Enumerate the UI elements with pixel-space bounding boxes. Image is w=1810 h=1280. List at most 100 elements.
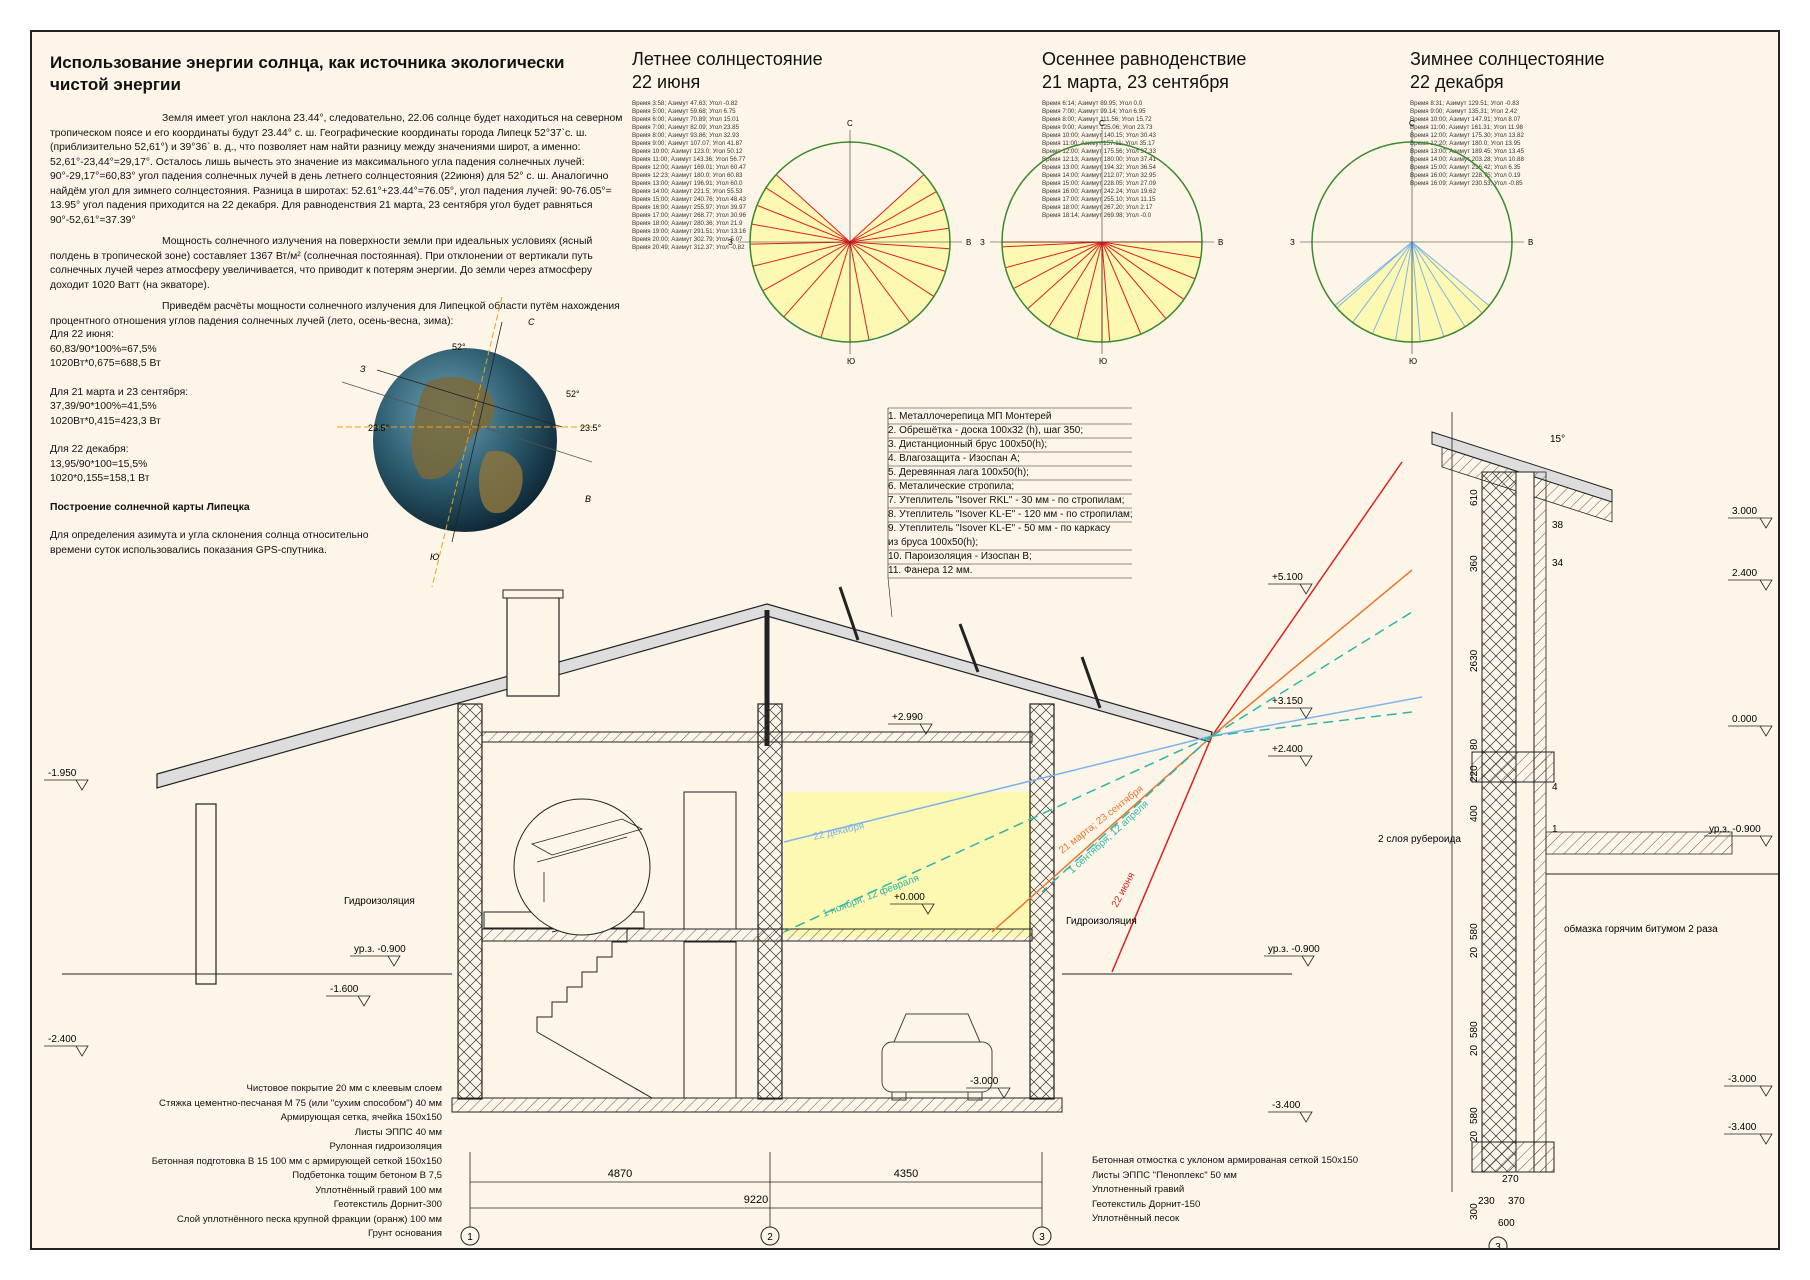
calc-june-line: 60,83/90*100%=67,5% — [50, 343, 157, 355]
sun-azimuth-ray — [1101, 241, 1185, 300]
sun-azimuth-ray — [1101, 241, 1196, 280]
detail-dim: 20 — [1469, 1130, 1480, 1142]
axis-3: 3 — [1039, 1232, 1045, 1243]
sun-azimuth-ray — [750, 241, 851, 245]
ruberoid-label: 2 слоя рубероида — [1378, 833, 1461, 845]
roof-layer-item: 1. Металлочерепица МП Монтерей — [888, 411, 1052, 422]
elev-r-m3000: -3.000 — [1728, 1074, 1757, 1085]
detail-dim: 2630 — [1469, 649, 1480, 672]
floor-layer-item: Листы ЭППС 40 мм — [354, 1126, 442, 1138]
summer-subtitle: 22 июня — [632, 72, 701, 92]
sun-azimuth-ray — [849, 227, 950, 243]
elev-ground-right: ур.з. -0.900 — [1709, 824, 1761, 835]
detail-dim: 580 — [1469, 923, 1480, 940]
sun-data-row: Время 14:00; Азимут 203.28; Угол 10.88 — [1410, 156, 1524, 163]
sun-data-row: Время 12:00; Азимут 175.56; Угол 37.33 — [1042, 148, 1156, 155]
sun-azimuth-ray — [849, 208, 945, 243]
globe-tropic-label: 23.5° — [580, 423, 602, 433]
intro-paragraph-1: Земля имеет угол наклона 23.44°, следова… — [50, 113, 623, 226]
axis-1: 1 — [467, 1232, 473, 1243]
chimney — [506, 595, 560, 697]
sun-azimuth-ray — [849, 174, 925, 243]
dim-9220: 9220 — [744, 1194, 768, 1206]
hydro-label-right: Гидроизоляция — [1066, 916, 1137, 927]
roof-layer-item: 3. Дистанционный брус 100х50(h); — [888, 439, 1048, 450]
sun-azimuth-ray — [1076, 241, 1103, 340]
calculations: Для 22 июня: 60,83/90*100%=67,5% 1020Вт*… — [50, 328, 368, 558]
equinox-title: Осеннее равноденствие 21 марта, 23 сентя… — [1042, 48, 1246, 94]
detail-dim: 580 — [1469, 1107, 1480, 1124]
detail-dim: 20 — [1469, 1044, 1480, 1056]
sun-data-row: Время 16:00; Азимут 242.24; Угол 19.62 — [1042, 188, 1156, 195]
elev-r-2400: 2.400 — [1732, 568, 1757, 579]
elev-2990: +2.990 — [892, 712, 923, 723]
sun-data-row: Время 9:00; Азимут 107.07; Угол 41.87 — [632, 140, 743, 147]
compass-n-label: С — [1409, 119, 1415, 128]
sun-azimuth-ray — [1411, 241, 1483, 314]
detail-dim: 400 — [1469, 805, 1480, 822]
solar-panels — [838, 586, 1102, 709]
calc-equinox-line: 1020Вт*0,415=423,3 Вт — [50, 415, 161, 427]
sun-azimuth-ray — [1048, 241, 1103, 328]
detail-dim-labels: 610 360 2630 80 220 400 580 20 580 20 58… — [1378, 434, 1718, 1229]
summer-title-line: Летнее солнцестояние — [632, 49, 823, 69]
sun-azimuth-ray — [1372, 241, 1413, 335]
attic-floor — [481, 731, 1033, 743]
sun-data-row: Время 11:00; Азимут 161.31; Угол 11.98 — [1410, 124, 1523, 131]
continent-shape — [411, 376, 495, 480]
calc-december-line: 13,95/90*100=15,5% — [50, 458, 148, 470]
sun-data-row: Время 10:00; Азимут 123.0; Угол 50.12 — [632, 148, 743, 155]
sun-data-row: Время 3:58; Азимут 47.63; Угол -0.82 — [632, 100, 738, 107]
sun-data-row: Время 9:00; Азимут 125.06; Угол 23.73 — [1042, 124, 1153, 131]
detail-dim: 360 — [1469, 555, 1480, 572]
elev-m3400: -3.400 — [1272, 1100, 1301, 1111]
floor-layer-item: Грунт основания — [368, 1228, 442, 1239]
detail-dim: 230 — [1478, 1196, 1495, 1207]
sun-azimuth-ray — [1411, 241, 1445, 337]
detail-dim: 220 — [1469, 765, 1480, 782]
sun-azimuth-ray — [849, 241, 870, 341]
sun-azimuth-ray — [1352, 241, 1413, 323]
blind-area-layer-item: Уплотнённый песок — [1092, 1213, 1180, 1224]
dim-4870: 4870 — [608, 1168, 632, 1180]
sun-azimuth-ray — [1101, 241, 1142, 335]
compass-s-label: Ю — [847, 357, 855, 366]
compass-w-label: З — [728, 238, 733, 247]
sun-data-row: Время 12:20; Азимут 180.0; Угол 13.95 — [1410, 140, 1521, 147]
detail-dim: 580 — [1469, 1021, 1480, 1038]
detail-dim: 370 — [1508, 1196, 1525, 1207]
sun-data-row: Время 13:00; Азимут 196.91; Угол 60.0 — [632, 180, 743, 187]
sun-data-row: Время 20:49; Азимут 312.37; Угол -0.82 — [632, 244, 745, 251]
winter-title-line: Зимнее солнцестояние — [1410, 49, 1605, 69]
sun-azimuth-ray — [1411, 241, 1421, 342]
sun-azimuth-ray — [1101, 241, 1201, 259]
detail-axis: 3 — [1495, 1242, 1501, 1250]
blind-area-layer-item: Геотекстиль Дорнит-150 — [1092, 1198, 1201, 1210]
sun-data-row: Время 6:14; Азимут 89.95; Угол 0.0 — [1042, 100, 1143, 107]
dimension-lines — [469, 1152, 1043, 1228]
intro-paragraph-3: Приведём расчёты мощности солнечного изл… — [50, 301, 620, 327]
hydro-label-left: Гидроизоляция — [344, 896, 415, 907]
sun-data-row: Время 15:00; Азимут 216.42; Угол 6.35 — [1410, 164, 1521, 171]
roof-layer-item: 7. Утеплитель "Isover RKL" - 30 мм - по … — [888, 495, 1125, 506]
sun-data-row: Время 17:00; Азимут 268.77; Угол 30.96 — [632, 212, 746, 219]
detail-callout — [513, 798, 651, 936]
sun-data-row: Время 14:00; Азимут 221.5; Угол 55.53 — [632, 188, 743, 195]
blind-area-legend: Бетонная отмостка с уклоном армированая … — [1092, 1154, 1358, 1227]
detail-wall — [1481, 471, 1517, 1173]
equinox-title-line: Осеннее равноденствие — [1042, 49, 1247, 69]
globe-tropic-label: 23.5° — [368, 423, 390, 433]
globe-west-label: З — [360, 364, 366, 374]
roof-layer-item: 2. Обрешётка - доска 100х32 (h), шаг 350… — [888, 425, 1084, 436]
globe-diagram: 52° 52° 23.5° 23.5° С Ю З В — [337, 296, 602, 588]
sun-data-row: Время 8:31; Азимут 129.51; Угол -0.83 — [1410, 100, 1520, 107]
sun-data-row: Время 18:14; Азимут 269.98; Угол -0.0 — [1042, 212, 1152, 219]
sun-data-row: Время 11:00; Азимут 143.36; Угол 56.77 — [632, 156, 746, 163]
sun-azimuth-ray — [1013, 241, 1103, 290]
sun-azimuth-ray — [775, 174, 851, 243]
elev-r-m3400: -3.400 — [1728, 1122, 1757, 1133]
sun-azimuth-ray — [752, 241, 851, 267]
sun-azimuth-ray — [783, 241, 851, 318]
roof-layers-legend: 1. Металлочерепица МП Монтерей 2. Обрешёт… — [888, 410, 1133, 578]
sun-data-row: Время 10:00; Азимут 140.15; Угол 30.43 — [1042, 132, 1156, 139]
